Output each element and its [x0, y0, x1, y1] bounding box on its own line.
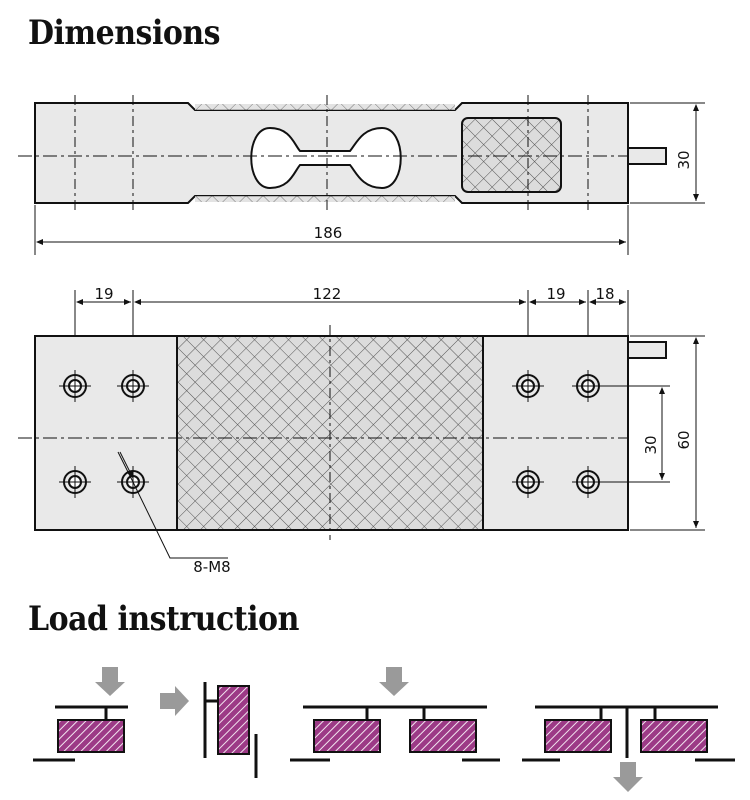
length-label: 186	[314, 224, 343, 242]
dim-18: 18	[595, 285, 614, 303]
top-notch-strip	[195, 104, 455, 110]
hole-callout-label: 8-M8	[193, 558, 230, 576]
load-instruction-heading: Load instruction	[28, 600, 299, 640]
dim-122: 122	[313, 285, 342, 303]
load-case-4	[522, 705, 735, 792]
dimensions-heading: Dimensions	[28, 14, 221, 54]
front-cable	[627, 341, 667, 359]
load-diagrams	[33, 667, 735, 792]
mounting-holes	[59, 370, 604, 498]
gauge-patch	[461, 117, 562, 193]
dim-19-right: 19	[546, 285, 565, 303]
outer-height-label: 60	[675, 430, 693, 449]
hole-callout-leader	[117, 451, 228, 559]
load-case-2	[160, 682, 258, 778]
front-view-drawing	[18, 290, 705, 559]
bottom-notch-strip	[195, 196, 455, 202]
arrow-down-icon	[379, 667, 409, 696]
load-case-1	[33, 667, 128, 762]
top-view-drawing	[18, 95, 705, 255]
dim-19-left: 19	[94, 285, 113, 303]
arrow-down-icon	[95, 667, 125, 696]
cable	[627, 147, 667, 165]
top-height-label: 30	[675, 150, 693, 169]
load-case-3	[290, 667, 500, 762]
dumbbell-cutout	[250, 126, 402, 190]
inner-height-label: 30	[642, 435, 660, 454]
arrow-down-icon	[613, 762, 643, 792]
arrow-right-icon	[160, 686, 189, 716]
